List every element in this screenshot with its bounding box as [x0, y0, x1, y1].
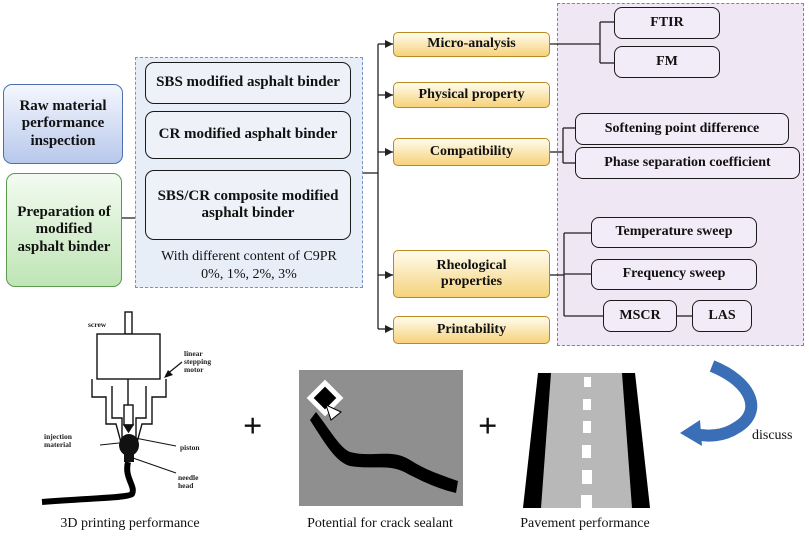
printing-caption: 3D printing performance: [60, 516, 200, 531]
phase-separation-box: Phase separation coefficient: [575, 147, 800, 179]
cr-binder-box: CR modified asphalt binder: [145, 111, 351, 159]
pavement-caption: Pavement performance: [520, 516, 650, 531]
preparation-box: Preparation of modified asphalt binder: [6, 173, 122, 287]
piston-label: piston: [180, 443, 200, 452]
printability-box: Printability: [393, 316, 550, 344]
needle-label: needle head: [178, 473, 199, 490]
plus-icon: +: [478, 408, 498, 445]
mscr-box: MSCR: [603, 300, 677, 332]
c9pr-note-line1: With different content of C9PR: [161, 249, 337, 264]
sbs-binder-box: SBS modified asphalt binder: [145, 62, 351, 104]
physical-property-box: Physical property: [393, 82, 550, 108]
discuss-label: discuss: [752, 428, 793, 443]
fm-box: FM: [614, 46, 720, 78]
plus-icon: +: [243, 408, 263, 445]
las-box: LAS: [692, 300, 752, 332]
softening-point-box: Softening point difference: [575, 113, 789, 145]
c9pr-note-line2: 0%, 1%, 2%, 3%: [201, 266, 297, 282]
injection-label: injection material: [44, 432, 72, 449]
raw-material-box: Raw material performance inspection: [3, 84, 123, 164]
frequency-sweep-box: Frequency sweep: [591, 259, 757, 290]
compatibility-box: Compatibility: [393, 138, 550, 166]
micro-analysis-box: Micro-analysis: [393, 32, 550, 57]
composite-binder-box: SBS/CR composite modified asphalt binder: [145, 170, 351, 240]
temperature-sweep-box: Temperature sweep: [591, 217, 757, 248]
motor-label: linear stepping motor: [184, 349, 212, 374]
rheological-properties-box: Rheological properties: [393, 250, 550, 298]
c9pr-content-note: With different content of C9PR 0%, 1%, 2…: [138, 248, 360, 283]
crack-caption: Potential for crack sealant: [307, 516, 453, 531]
screw-label: screw: [88, 320, 107, 329]
ftir-box: FTIR: [614, 7, 720, 39]
